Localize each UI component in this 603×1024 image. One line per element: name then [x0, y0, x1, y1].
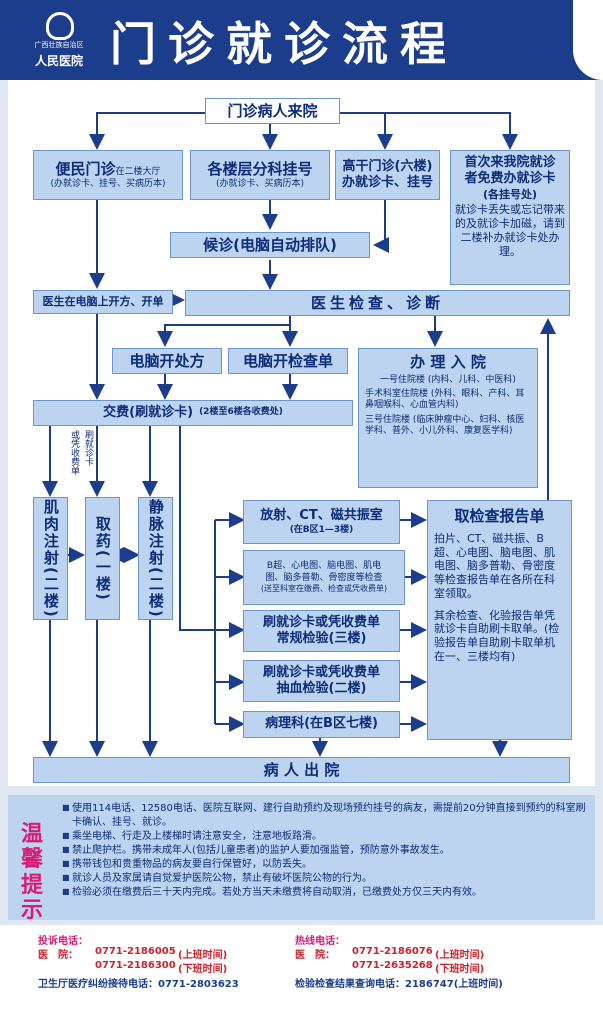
complaint-phone-1: 0771-2186005 — [95, 946, 176, 957]
premium-clinic-box: 高干门诊(六楼) 办就诊卡、挂号 — [335, 150, 440, 200]
admission-title: 办 理 入 院 — [410, 353, 486, 371]
discharge-label: 病 人 出 院 — [263, 760, 340, 779]
health-dept-phone: 卫生厅医疗纠纷接待电话：0771-2803623 — [38, 979, 239, 990]
waiting-box: 候诊(电脑自动排队) — [170, 232, 370, 258]
prescription-label: 电脑开处方 — [129, 351, 205, 370]
patient-arrival-label: 门诊病人来院 — [227, 101, 318, 120]
blood-test-line2: 抽血检验(二楼) — [276, 681, 367, 696]
admission-item-2: 手术科室住院楼 (外科、眼科、产科、耳鼻咽喉科、心血管内科) — [365, 389, 525, 411]
radiology-line2: (在B区1—3楼) — [289, 524, 354, 535]
convenience-clinic-box: 便民门诊在二楼大厅 (办就诊卡、挂号、买病历本) — [33, 150, 183, 200]
tip-item: 携带钱包和贵重物品的病友要自行保管好，以防丢失。 — [62, 858, 587, 872]
convenience-clinic-title: 便民门诊 — [55, 160, 116, 179]
exam-diagnosis-label: 医生检查、诊断 — [310, 293, 444, 312]
report-box: 取检查报告单 拍片、CT、磁共振、B超、心电图、脑电图、肌电图、脑多普勒、骨密度… — [427, 500, 572, 740]
tips-title: 温馨提示 — [20, 822, 43, 923]
floor-registration-title: 各楼层分科挂号 — [207, 160, 313, 178]
complaint-title: 投诉电话： — [38, 936, 88, 947]
tip-item: 检验必须在缴费后三十天内完成。若处方当天未缴费将自动取消，已缴费处方仅三天内有效… — [62, 886, 587, 900]
hotline-phone-2-note: (下班时间) — [435, 964, 485, 975]
report-item-1: 拍片、CT、磁共振、B超、心电图、脑电图、肌电图、脑多普勒、骨密度等检查报告单在… — [434, 531, 555, 600]
hospital-logo: 广西壮族自治区 人民医院 — [28, 10, 90, 72]
logo-hospital-name: 人民医院 — [34, 54, 83, 68]
page-title: 门诊就诊流程 — [110, 17, 458, 71]
logo-hospital-region: 广西壮族自治区 — [34, 41, 84, 49]
premium-clinic-line2: 办就诊卡、挂号 — [341, 175, 433, 190]
tip-item: 使用114电话、12580电话、医院互联网、建行自助预约及现场预约挂号的病友，需… — [62, 802, 587, 830]
blood-test-box: 刷就诊卡或凭收费单 抽血检验(二楼) — [243, 660, 400, 702]
payment-label: 交费(刷就诊卡) — [103, 404, 194, 420]
blood-test-line1: 刷就诊卡或凭收费单 — [262, 664, 380, 680]
complaint-hospital-label: 医 院： — [38, 950, 78, 961]
ultrasound-line1: B超、心电图、脑电图、肌电 — [266, 561, 382, 572]
hotline-phone-2: 0771-2635268 — [352, 960, 433, 971]
logo-heart-icon — [46, 12, 74, 40]
convenience-clinic-title-row: 便民门诊在二楼大厅 — [55, 159, 160, 179]
complaint-phone-2-note: (下班时间) — [178, 964, 228, 975]
header-banner — [0, 0, 603, 80]
hotline-phone-1-note: (上班时间) — [435, 950, 485, 961]
report-title: 取检查报告单 — [454, 507, 545, 525]
pathology-label: 病理科(在B区七楼) — [265, 716, 378, 732]
tip-item: 乘坐电梯、行走及上楼梯时请注意安全，注意地板路滑。 — [62, 830, 587, 844]
hotline-phone-1: 0771-2186076 — [352, 946, 433, 957]
exam-order-box: 电脑开检查单 — [228, 348, 348, 374]
iv-injection-label: 静脉注射(二楼) — [146, 498, 165, 619]
injection-box: 肌肉注射(二楼) — [33, 497, 68, 620]
footer-contacts — [0, 925, 603, 1024]
ultrasound-line2: 图、脑多普勒、骨密度等检查 — [265, 572, 383, 583]
prescription-box: 电脑开处方 — [112, 348, 222, 374]
pharmacy-box: 取药(一楼) — [85, 497, 120, 620]
injection-label: 肌肉注射(二楼) — [41, 498, 60, 619]
pathology-box: 病理科(在B区七楼) — [243, 711, 400, 738]
tip-item: 禁止爬护栏。携带未成年人(包括儿童患者)的监护人要加强监管，预防意外事故发生。 — [62, 844, 587, 858]
lab-result-phone: 检验检查结果查询电话：2186747(上班时间) — [295, 979, 503, 990]
first-visit-note: 就诊卡丢失或忘记带来的及就诊卡加磁，请到二楼补办就诊卡处办理。 — [455, 203, 565, 258]
floor-registration-box: 各楼层分科挂号 (办就诊卡、买病历本) — [190, 150, 330, 200]
routine-test-line2: 常规检验(三楼) — [276, 631, 367, 646]
first-visit-line1: 首次来我院就诊 — [464, 155, 556, 170]
ultrasound-box: B超、心电图、脑电图、肌电 图、脑多普勒、骨密度等检查 (送至科室在缴费、检查或… — [243, 550, 405, 605]
routine-test-box: 刷就诊卡或凭收费单 常规检验(三楼) — [243, 610, 400, 652]
card-note-1: 刷就诊卡 — [83, 430, 93, 466]
complaint-phone-2: 0771-2186300 — [95, 960, 176, 971]
iv-injection-box: 静脉注射(二楼) — [138, 497, 173, 620]
admission-item-1: 一号住院楼 (内科、儿科、中医科) — [380, 374, 516, 385]
tips-list: 使用114电话、12580电话、医院互联网、建行自助预约及现场预约挂号的病友，需… — [62, 802, 587, 900]
waiting-label: 候诊(电脑自动排队) — [203, 235, 337, 254]
header-corner — [573, 0, 603, 80]
radiology-line1: 放射、CT、磁共振室 — [260, 508, 383, 524]
discharge-box: 病 人 出 院 — [33, 757, 570, 783]
report-item-2: 其余检查、化验报告单凭就诊卡自助刷卡取单。(检验报告单自助刷卡取单机在一、三楼均… — [434, 608, 560, 663]
exam-order-label: 电脑开检查单 — [242, 351, 333, 370]
payment-note: (2楼至6楼各收费处) — [199, 407, 283, 418]
pharmacy-label: 取药(一楼) — [93, 515, 112, 602]
tip-item: 就诊人员及家属请自觉爱护医院公物，禁止有破坏医院公物的行为。 — [62, 872, 587, 886]
admission-box: 办 理 入 院 一号住院楼 (内科、儿科、中医科) 手术科室住院楼 (外科、眼科… — [358, 348, 538, 488]
patient-arrival-box: 门诊病人来院 — [205, 98, 340, 124]
floor-registration-note: (办就诊卡、买病历本) — [215, 178, 305, 189]
exam-diagnosis-box: 医生检查、诊断 — [185, 290, 570, 316]
first-visit-line2: 者免费办就诊卡 — [464, 171, 556, 187]
complaint-phone-1-note: (上班时间) — [178, 950, 228, 961]
hotline-hospital-label: 医 院： — [295, 950, 335, 961]
ultrasound-line3: (送至科室在缴费、检查或凭收费单) — [260, 583, 388, 593]
doctor-order-box: 医生在电脑上开方、开单 — [33, 290, 173, 314]
card-note-2: 或凭收费单 — [69, 430, 79, 475]
premium-clinic-line1: 高干门诊(六楼) — [342, 158, 433, 174]
convenience-clinic-location: 在二楼大厅 — [115, 167, 161, 178]
radiology-box: 放射、CT、磁共振室 (在B区1—3楼) — [243, 500, 400, 544]
payment-box: 交费(刷就诊卡) (2楼至6楼各收费处) — [33, 400, 353, 426]
hotline-title: 热线电话： — [295, 936, 345, 947]
first-visit-box: 首次来我院就诊 者免费办就诊卡 (各挂号处) 就诊卡丢失或忘记带来的及就诊卡加磁… — [450, 150, 570, 285]
routine-test-line1: 刷就诊卡或凭收费单 — [262, 614, 380, 630]
first-visit-line3: (各挂号处) — [482, 187, 538, 201]
convenience-clinic-note: (办就诊卡、挂号、买病历本) — [50, 179, 166, 190]
admission-item-3: 三号住院楼 (临床肿瘤中心、妇科、核医学科、普外、小儿外科、康复医学科) — [365, 414, 525, 436]
doctor-order-label: 医生在电脑上开方、开单 — [42, 295, 164, 309]
